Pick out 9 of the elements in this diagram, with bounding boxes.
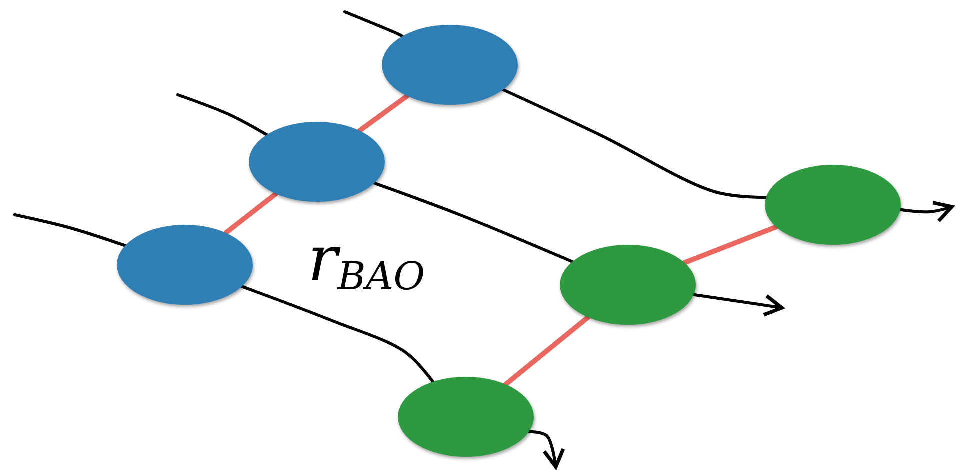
- trajectory-arrow: [692, 293, 784, 317]
- ellipse-node: [117, 225, 253, 305]
- link-line: [223, 191, 279, 236]
- link-line: [503, 314, 591, 388]
- ellipse-node: [249, 122, 385, 202]
- link-line: [357, 94, 410, 134]
- trajectory-arrow: [899, 200, 954, 223]
- link-line: [682, 224, 779, 266]
- math-label: r$_{BAO}$: [308, 228, 426, 298]
